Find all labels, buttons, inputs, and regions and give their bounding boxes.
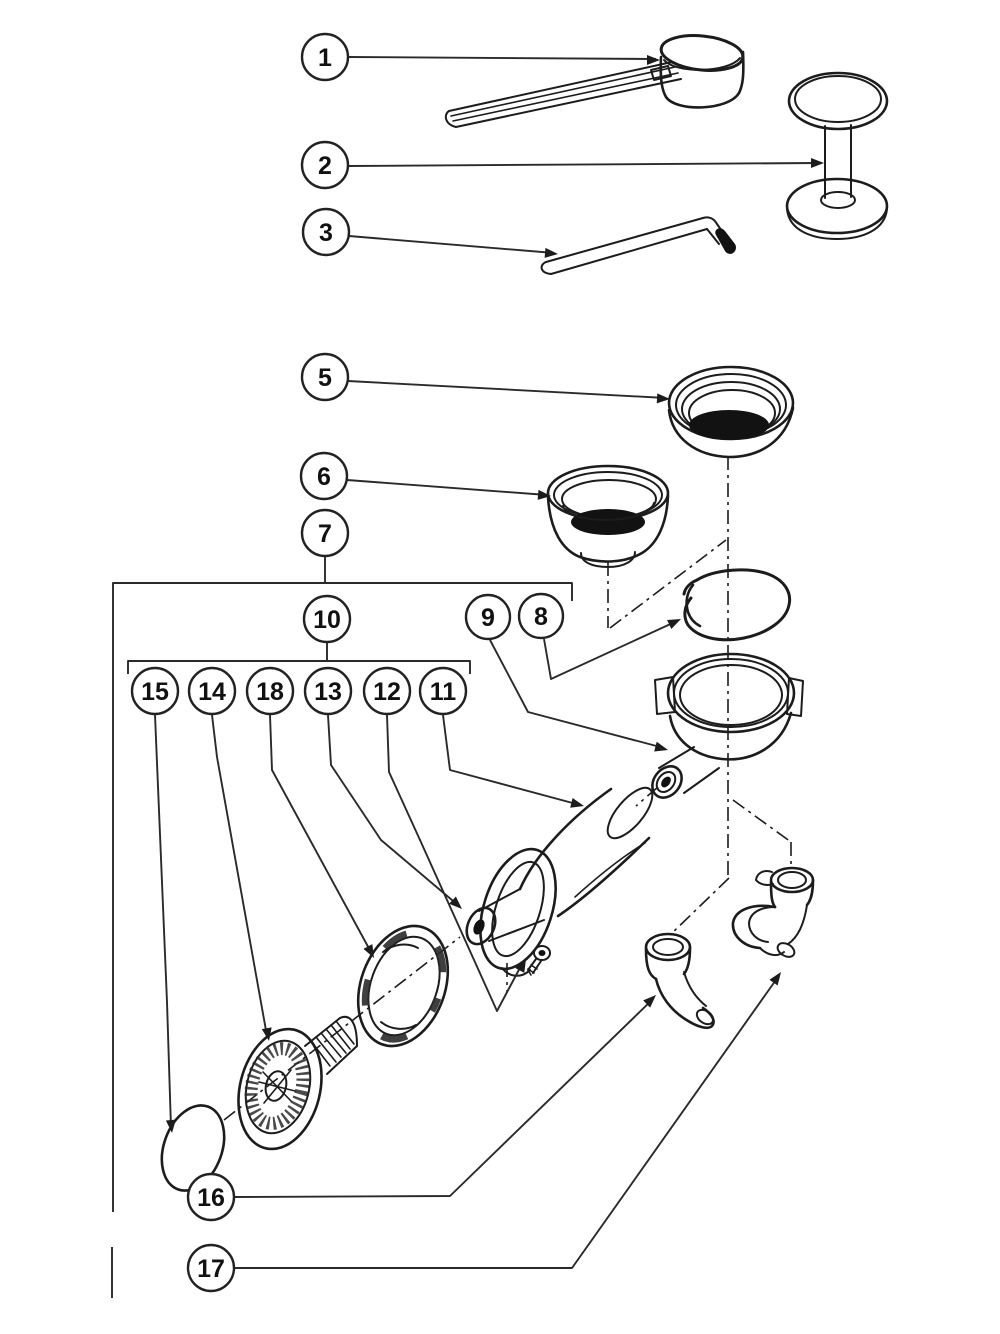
group-gasket <box>682 568 792 642</box>
single-cup-spout <box>644 932 715 1030</box>
callout-17: 17 <box>186 1243 236 1293</box>
filter-basket-large <box>667 365 795 459</box>
handle-end-cap <box>465 906 497 946</box>
callout-9-label: 9 <box>481 604 495 632</box>
callout-8: 8 <box>517 592 565 640</box>
callout-7-label: 7 <box>318 520 332 548</box>
callout-7: 7 <box>300 508 350 558</box>
callout-2: 2 <box>300 140 350 190</box>
head-left-lug <box>654 676 676 715</box>
callout-6-label: 6 <box>317 463 331 491</box>
leader-lines <box>111 55 824 1298</box>
oval-washer <box>160 1104 226 1192</box>
callout-15: 15 <box>130 666 180 716</box>
callout-13: 13 <box>303 666 353 716</box>
callout-15-label: 15 <box>141 678 169 706</box>
callout-3-label: 3 <box>319 219 333 247</box>
locking-ring <box>356 924 450 1048</box>
callout-10-label: 10 <box>313 606 341 634</box>
callout-1-label: 1 <box>318 44 332 72</box>
filter-basket-small <box>546 464 670 568</box>
tamper <box>785 71 889 240</box>
callout-14-label: 14 <box>198 678 226 706</box>
handle-grip-loop <box>479 847 557 977</box>
callout-17-label: 17 <box>197 1255 225 1283</box>
callout-12-label: 12 <box>373 678 401 706</box>
callout-9: 9 <box>464 593 512 641</box>
callout-11: 11 <box>418 666 468 716</box>
callouts: 1 2 3 5 6 7 8 9 10 11 12 <box>130 32 565 1293</box>
callout-13-label: 13 <box>314 678 342 706</box>
callout-18-label: 18 <box>256 678 284 706</box>
callout-5: 5 <box>300 352 350 402</box>
two-cup-spout <box>731 866 815 958</box>
callout-5-label: 5 <box>318 364 332 392</box>
bracket-7 <box>111 557 573 1298</box>
cleaning-tool <box>540 216 736 275</box>
callout-18: 18 <box>245 666 295 716</box>
callout-16: 16 <box>186 1172 236 1222</box>
callout-10: 10 <box>302 594 352 644</box>
axis-lines <box>223 456 792 1121</box>
measuring-scoop <box>444 34 745 128</box>
callout-16-label: 16 <box>197 1184 225 1212</box>
callout-12: 12 <box>362 666 412 716</box>
callout-1: 1 <box>300 32 350 82</box>
callout-3: 3 <box>301 207 351 257</box>
bracket-10 <box>127 643 471 674</box>
callout-11-label: 11 <box>430 678 457 706</box>
callout-6: 6 <box>299 451 349 501</box>
portafilter-head <box>654 652 804 761</box>
head-right-lug <box>786 677 804 717</box>
handle-screw <box>527 945 551 976</box>
spout-nut <box>651 746 720 799</box>
handle-knob <box>237 1015 358 1151</box>
callout-14: 14 <box>187 666 237 716</box>
callout-2-label: 2 <box>318 152 332 180</box>
callout-8-label: 8 <box>534 603 548 631</box>
handle-body <box>478 786 654 942</box>
